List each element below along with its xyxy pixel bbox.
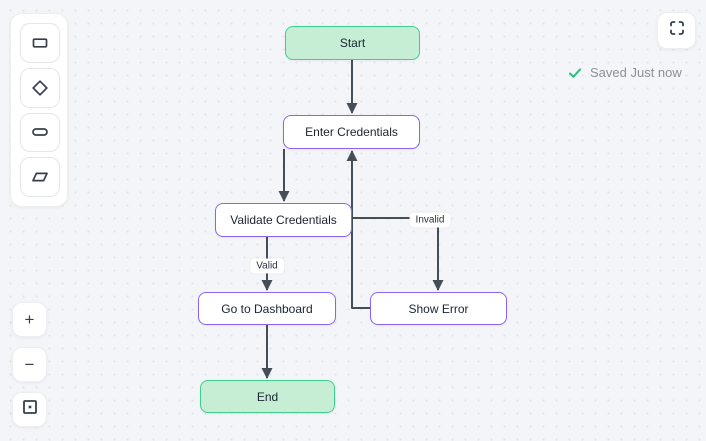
shape-tool-stadium[interactable] [20, 112, 60, 153]
edge-showerror-to-enter[interactable] [346, 150, 370, 309]
save-status: Saved Just now [568, 65, 682, 80]
fit-view-icon [21, 398, 39, 421]
edge-label-valid[interactable]: Valid [250, 258, 284, 274]
fullscreen-button[interactable] [657, 12, 696, 49]
parallelogram-icon [30, 167, 50, 187]
flow-node-end[interactable]: End [200, 380, 335, 413]
zoom-in-button[interactable]: + [12, 302, 47, 337]
flow-node-validate-credentials[interactable]: Validate Credentials [215, 203, 352, 237]
minus-icon: − [24, 354, 35, 374]
fullscreen-icon [668, 19, 686, 42]
shape-tool-diamond[interactable] [20, 67, 60, 108]
plus-icon: + [24, 309, 35, 329]
diamond-icon [30, 78, 50, 98]
edge-validate-to-showerror[interactable] [352, 217, 444, 291]
shape-tool-rectangle[interactable] [20, 23, 60, 63]
edge-label-invalid[interactable]: Invalid [409, 212, 451, 228]
fit-view-button[interactable] [12, 392, 47, 427]
flow-node-go-to-dashboard[interactable]: Go to Dashboard [198, 292, 336, 325]
shape-toolbar [10, 13, 68, 207]
shape-tool-parallelogram[interactable] [20, 157, 60, 197]
check-icon [568, 66, 582, 80]
stadium-icon [30, 122, 50, 142]
flow-node-show-error[interactable]: Show Error [370, 292, 507, 325]
flow-node-start[interactable]: Start [285, 26, 420, 60]
rectangle-icon [30, 33, 50, 53]
save-status-text: Saved Just now [590, 65, 682, 80]
flow-node-enter-credentials[interactable]: Enter Credentials [283, 115, 420, 149]
zoom-out-button[interactable]: − [12, 347, 47, 382]
